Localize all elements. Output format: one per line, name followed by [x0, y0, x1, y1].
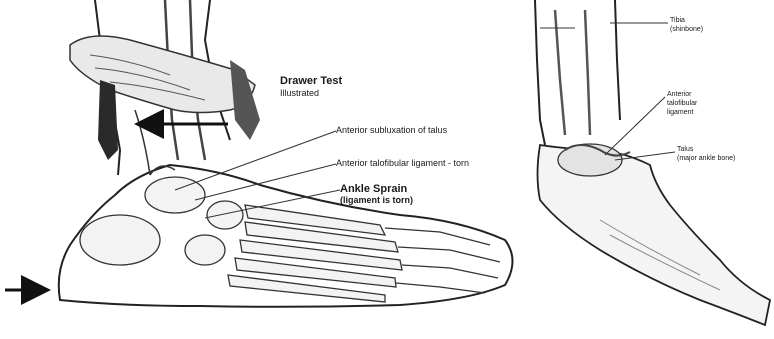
- ankle-sprain-subtitle: (ligament is torn): [340, 196, 413, 205]
- atfl-label-line1: Anterior: [667, 91, 692, 98]
- cuboid-bone: [185, 235, 225, 265]
- talus-sub-label: (major ankle bone): [677, 155, 735, 162]
- label-ligament-torn: Anterior talofibular ligament - torn: [336, 159, 469, 168]
- shadow-heel: [98, 80, 118, 160]
- tibia-sub-label: (shinbone): [670, 26, 703, 33]
- right-tibia: [555, 10, 590, 135]
- drawer-test-title: Drawer Test: [280, 76, 342, 88]
- left-foot-illustration: [59, 0, 513, 307]
- foot-bones: [80, 177, 500, 302]
- toe-phalanges: [385, 228, 500, 293]
- examiner-hand: [70, 36, 255, 113]
- ankle-sprain-title: Ankle Sprain: [340, 184, 407, 196]
- atfl-label-line3: ligament: [667, 109, 693, 116]
- atfl-label-line2: talofibular: [667, 100, 697, 107]
- leader-ligament-torn: [195, 164, 336, 200]
- tibia-label: Tibia: [670, 17, 685, 24]
- right-leg-outline: [535, 0, 620, 145]
- leader-subluxation: [175, 131, 336, 190]
- right-ankle-illustration: [535, 0, 770, 325]
- navicular-bone: [207, 201, 243, 229]
- talus-label: Talus: [677, 146, 693, 153]
- leader-atfl: [605, 97, 665, 155]
- label-anterior-subluxation: Anterior subluxation of talus: [336, 126, 447, 135]
- calcaneus-bone: [80, 215, 160, 265]
- drawer-test-subtitle: Illustrated: [280, 89, 319, 98]
- shadow-ankle: [230, 60, 260, 140]
